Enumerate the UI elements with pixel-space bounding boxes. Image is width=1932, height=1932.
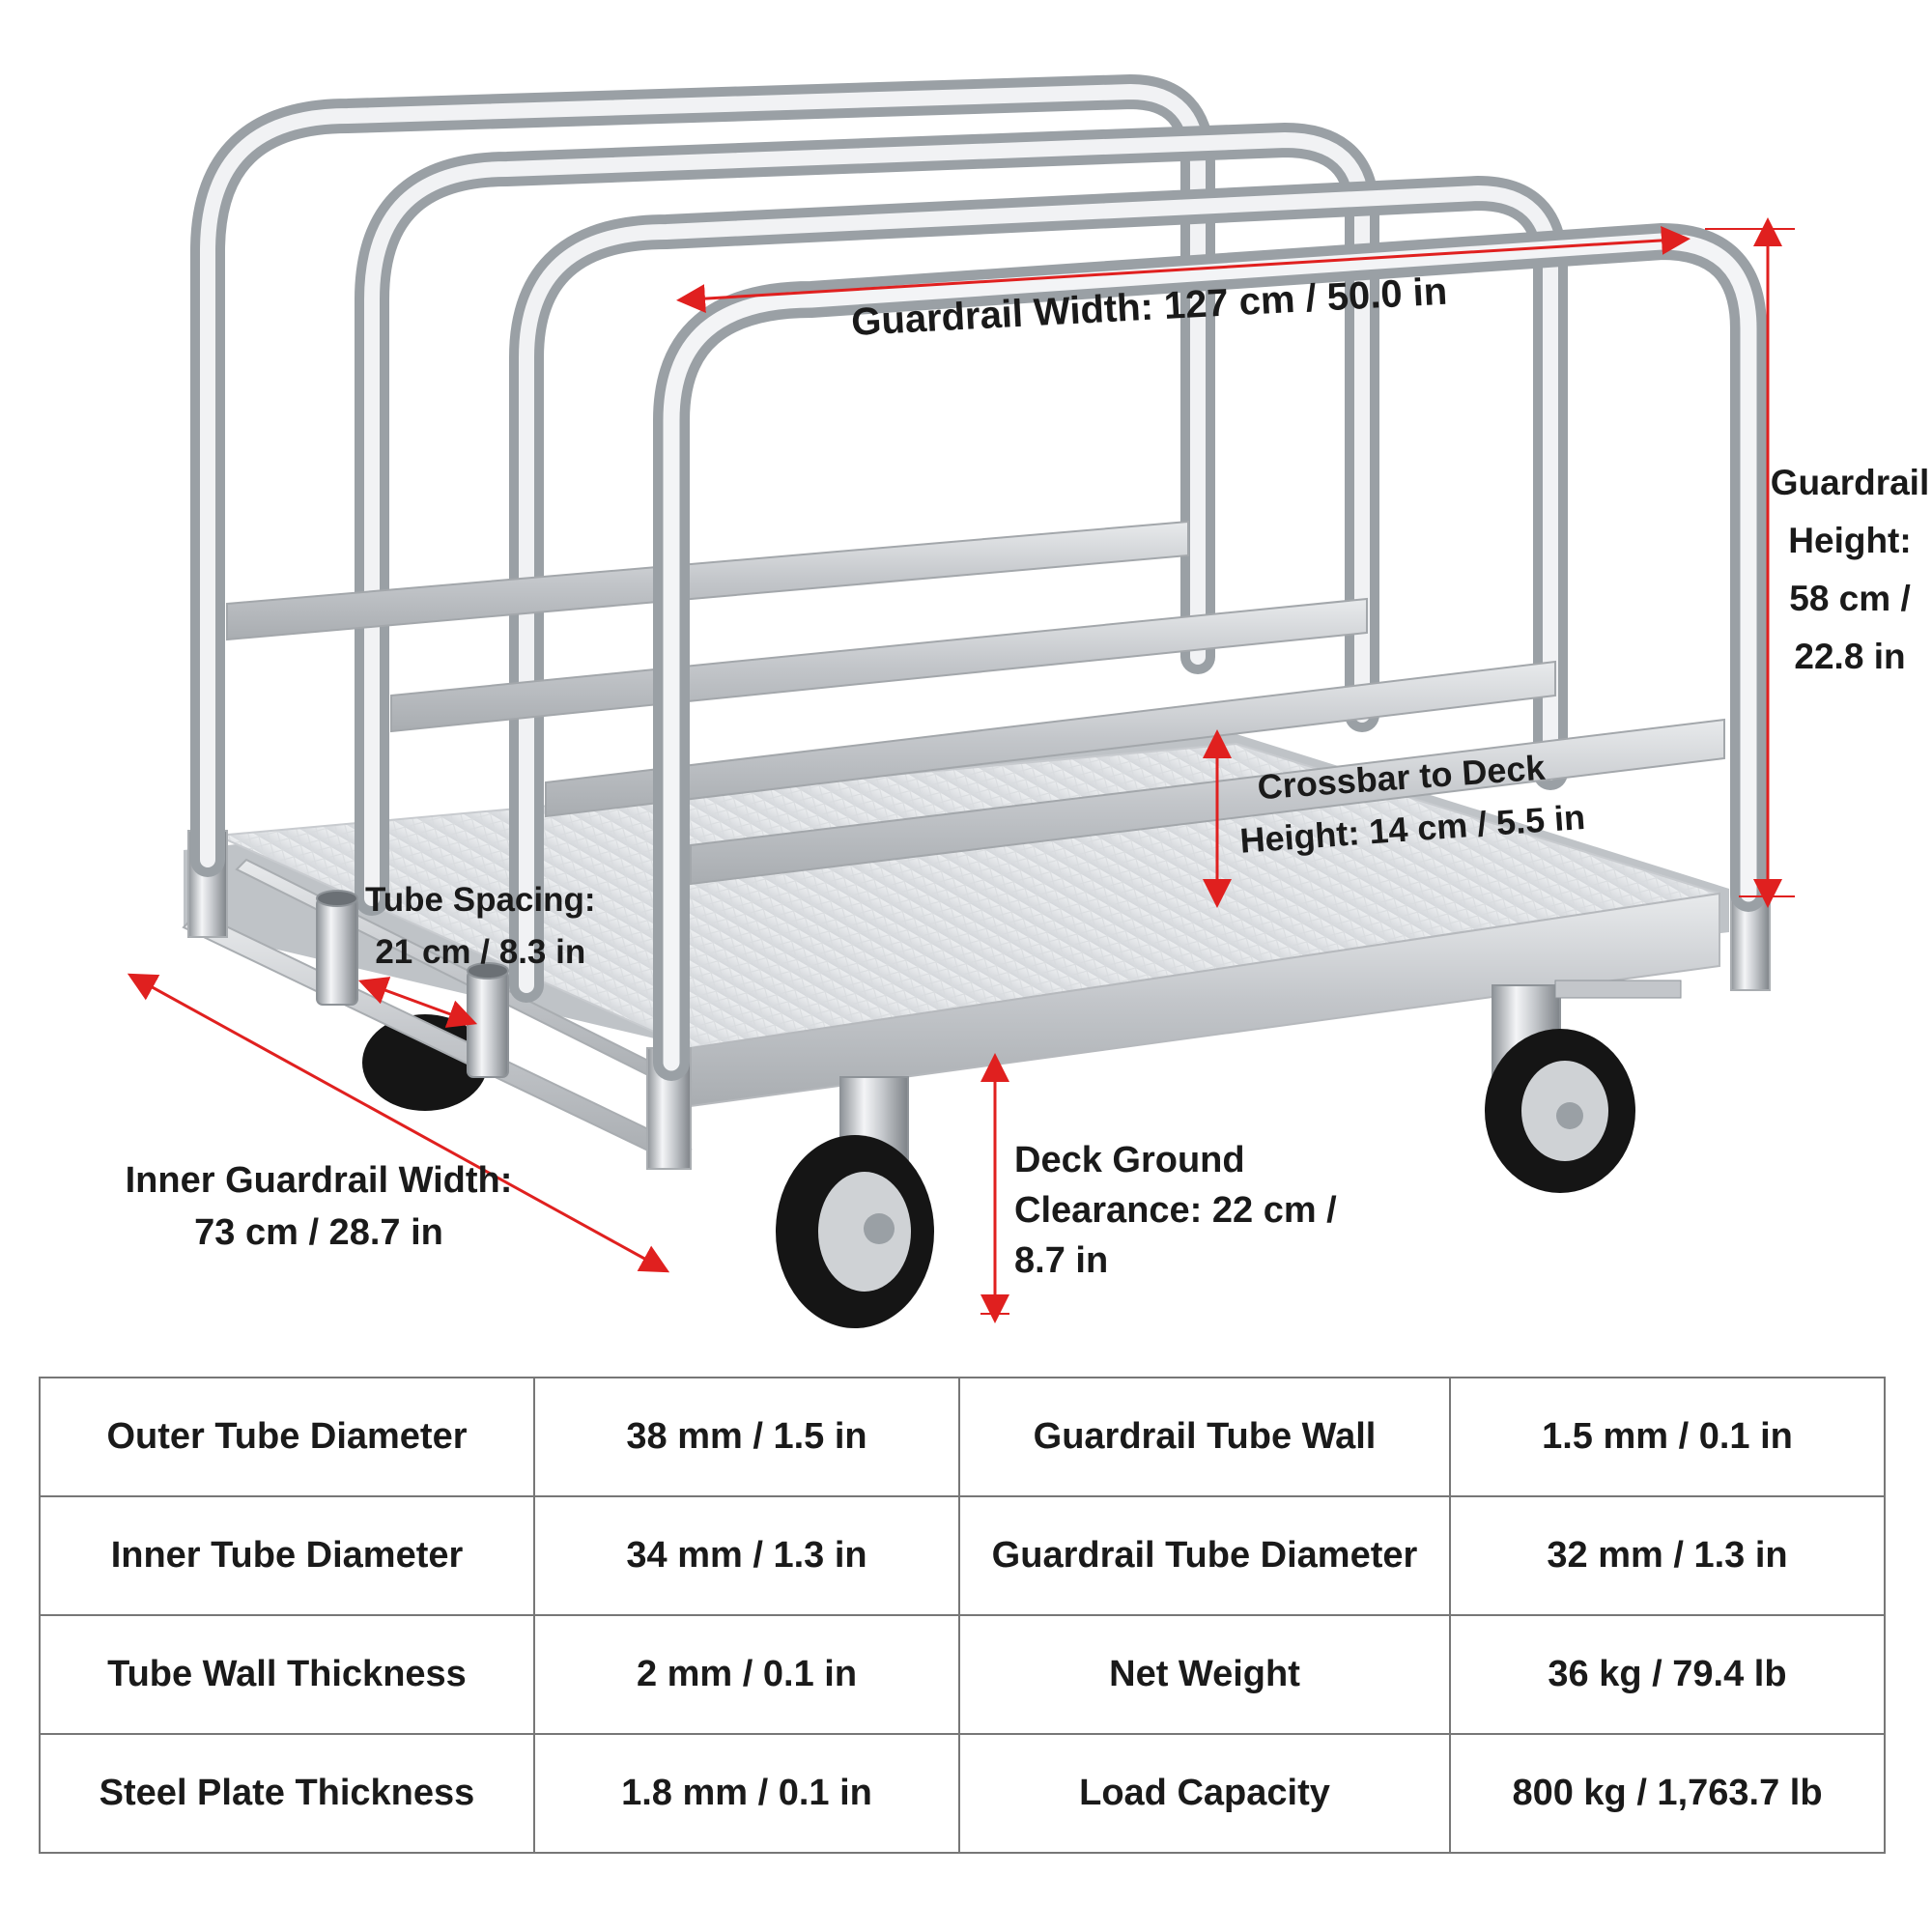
inner-guardrail-width-line-1: Inner Guardrail Width: [125, 1160, 513, 1201]
spec-value: 34 mm / 1.3 in [533, 1495, 960, 1616]
tube-spacing-label: Tube Spacing: 21 cm / 8.3 in [365, 874, 596, 979]
front-right-caster [1485, 980, 1682, 1193]
table-row: Tube Wall Thickness 2 mm / 0.1 in Net We… [39, 1614, 1886, 1735]
specifications-table: Outer Tube Diameter 38 mm / 1.5 in Guard… [39, 1377, 1886, 1854]
guardrail-height-line-4: 22.8 in [1794, 637, 1906, 676]
front-left-caster [776, 1076, 934, 1328]
table-row: Inner Tube Diameter 34 mm / 1.3 in Guard… [39, 1495, 1886, 1616]
spec-label: Outer Tube Diameter [39, 1377, 535, 1497]
deck-ground-clearance-label: Deck Ground Clearance: 22 cm / 8.7 in [1014, 1135, 1337, 1286]
tube-spacing-line-1: Tube Spacing: [365, 881, 596, 919]
tube-spacing-line-2: 21 cm / 8.3 in [375, 933, 586, 971]
deck-ground-clearance-line-1: Deck Ground [1014, 1140, 1245, 1180]
deck-ground-clearance-line-2: Clearance: 22 cm / [1014, 1190, 1337, 1231]
spec-label: Tube Wall Thickness [39, 1614, 535, 1735]
spec-label: Guardrail Tube Wall [958, 1377, 1451, 1497]
inner-guardrail-width-line-2: 73 cm / 28.7 in [194, 1212, 443, 1253]
guardrail-height-line-2: Height: [1788, 521, 1912, 560]
table-row: Outer Tube Diameter 38 mm / 1.5 in Guard… [39, 1377, 1886, 1497]
dimension-arrows [127, 217, 1795, 1323]
deck-ground-clearance-line-3: 8.7 in [1014, 1240, 1109, 1281]
spec-label: Net Weight [958, 1614, 1451, 1735]
spec-value: 2 mm / 0.1 in [533, 1614, 960, 1735]
spec-value: 36 kg / 79.4 lb [1449, 1614, 1886, 1735]
guardrail-height-label: Guardrail Height: 58 cm / 22.8 in [1768, 454, 1932, 686]
spec-label: Guardrail Tube Diameter [958, 1495, 1451, 1616]
inner-guardrail-width-arrow [127, 973, 670, 1273]
guardrail-1 [190, 73, 1215, 877]
guardrail-height-line-3: 58 cm / [1789, 579, 1911, 618]
spec-value: 1.5 mm / 0.1 in [1449, 1377, 1886, 1497]
table-row: Steel Plate Thickness 1.8 mm / 0.1 in Lo… [39, 1733, 1886, 1854]
spec-value: 1.8 mm / 0.1 in [533, 1733, 960, 1854]
spec-value: 38 mm / 1.5 in [533, 1377, 960, 1497]
spec-label: Load Capacity [958, 1733, 1451, 1854]
spec-label: Inner Tube Diameter [39, 1495, 535, 1616]
spec-label: Steel Plate Thickness [39, 1733, 535, 1854]
inner-guardrail-width-label: Inner Guardrail Width: 73 cm / 28.7 in [106, 1154, 531, 1259]
panel-cart-illustration [127, 73, 1795, 1328]
guardrail-width-arrow [676, 225, 1690, 314]
spec-value: 800 kg / 1,763.7 lb [1449, 1733, 1886, 1854]
guardrail-height-line-1: Guardrail [1770, 463, 1930, 502]
spec-value: 32 mm / 1.3 in [1449, 1495, 1886, 1616]
guardrail-2 [355, 122, 1379, 916]
